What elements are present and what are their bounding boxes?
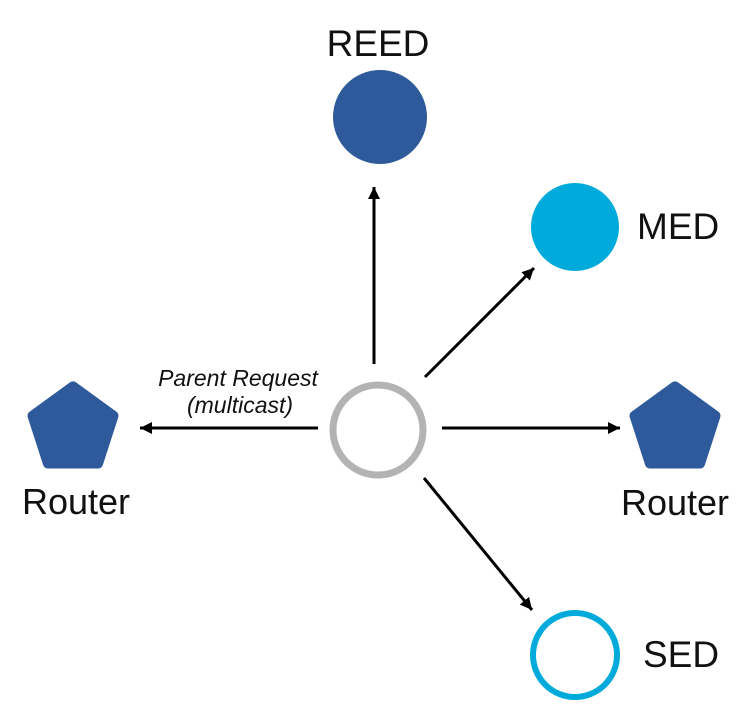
sed-node-circle xyxy=(530,610,620,700)
reed-node-circle xyxy=(333,70,427,164)
reed-label: REED xyxy=(327,23,430,64)
joiner-node-circle xyxy=(329,381,427,479)
arrow-joiner-to-med xyxy=(423,266,536,379)
sed-label: SED xyxy=(643,634,719,675)
router-right-pentagon xyxy=(629,381,721,469)
parent-request-annotation-line1: Parent Request xyxy=(158,365,319,391)
med-node-circle xyxy=(531,183,619,271)
med-label: MED xyxy=(637,206,719,247)
router-right-label: Router xyxy=(621,482,729,523)
arrow-joiner-to-sed xyxy=(422,477,534,611)
router-left-label: Router xyxy=(22,481,130,522)
router-left-pentagon xyxy=(27,381,119,469)
parent-request-arrows xyxy=(140,187,620,611)
parent-request-annotation-line2: (multicast) xyxy=(187,392,293,418)
